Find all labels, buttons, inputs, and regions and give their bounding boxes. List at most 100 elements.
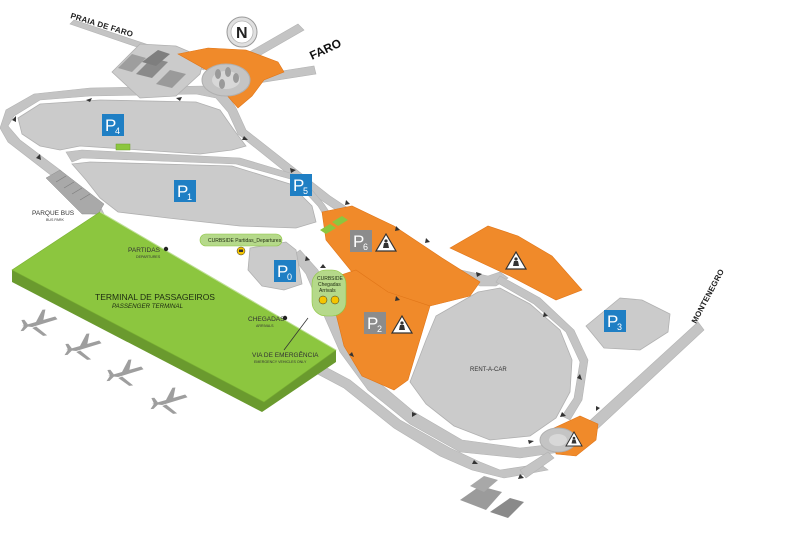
chegadas-sublabel: ARRIVALS bbox=[256, 324, 274, 328]
direction-arrow-icon bbox=[12, 116, 16, 122]
svg-text:1: 1 bbox=[187, 192, 192, 202]
bus-stripe bbox=[55, 175, 67, 183]
airplane-icon bbox=[62, 332, 104, 363]
direction-arrows bbox=[12, 97, 600, 479]
trees bbox=[215, 67, 239, 89]
direction-arrow-icon bbox=[345, 200, 350, 205]
parque-bus-sublabel: BUS PARK bbox=[46, 218, 65, 222]
svg-text:P: P bbox=[177, 182, 188, 201]
direction-arrow-icon bbox=[36, 154, 41, 160]
road-label-montenegro: MONTENEGRO bbox=[690, 268, 726, 325]
bus-icon bbox=[330, 295, 340, 305]
roundabout-south-center bbox=[549, 434, 567, 446]
svg-text:P: P bbox=[293, 176, 304, 195]
curbside-arrivals-label-3: Arrivals bbox=[319, 288, 336, 294]
bus-stripe bbox=[63, 181, 75, 189]
building bbox=[118, 54, 146, 72]
direction-arrow-icon bbox=[577, 374, 582, 380]
direction-arrow-icon bbox=[176, 97, 182, 101]
partidas-sublabel: DEPARTURES bbox=[136, 255, 161, 259]
rent-a-car-label: RENT-A-CAR bbox=[470, 367, 507, 373]
direction-arrow-icon bbox=[290, 168, 296, 173]
parking-sign-p2: P 2 bbox=[364, 312, 386, 334]
curbside-departures-plate bbox=[199, 233, 283, 247]
svg-text:P: P bbox=[353, 232, 364, 251]
svg-text:4: 4 bbox=[115, 126, 120, 136]
road-lower-left bbox=[309, 361, 549, 479]
airplane-icon bbox=[104, 358, 146, 389]
parque-bus-label: PARQUE BUS bbox=[32, 210, 75, 217]
tree bbox=[215, 69, 221, 79]
direction-arrow-icon bbox=[412, 412, 417, 417]
north-buildings bbox=[118, 50, 186, 88]
construction-worker-icon bbox=[565, 430, 583, 447]
service-buildings bbox=[460, 476, 524, 518]
svg-text:3: 3 bbox=[617, 322, 622, 332]
construction-worker-icon bbox=[374, 232, 398, 252]
lot-rent-a-car bbox=[409, 287, 573, 441]
svg-text:P: P bbox=[277, 262, 288, 281]
location-dot-icon bbox=[282, 315, 288, 321]
tree bbox=[233, 73, 239, 83]
parking-sign-p0: P 0 bbox=[274, 260, 296, 282]
passenger-terminal bbox=[11, 211, 337, 412]
curbside-arrivals-label-2: Chegadas bbox=[318, 282, 341, 288]
building bbox=[470, 476, 498, 492]
direction-arrow-icon bbox=[476, 272, 482, 277]
direction-arrow-icon bbox=[528, 440, 534, 444]
building bbox=[142, 50, 170, 66]
curbside-arrivals-label-1: CURBSIDE bbox=[317, 276, 344, 282]
tree bbox=[219, 79, 225, 89]
curbside-departures: CURBSIDE Partidas_Departures bbox=[199, 233, 283, 256]
airplane-icon bbox=[18, 308, 60, 339]
bus-stripe bbox=[71, 187, 83, 195]
parking-sign-p6: P 6 bbox=[350, 230, 372, 252]
green-marker bbox=[332, 216, 348, 226]
construction-worker-icon bbox=[390, 314, 414, 334]
building bbox=[136, 58, 168, 78]
svg-text:0: 0 bbox=[287, 272, 292, 282]
compass-icon: N bbox=[226, 16, 258, 48]
direction-arrow-icon bbox=[242, 136, 248, 140]
building bbox=[490, 498, 524, 518]
parking-sign-p4: P 4 bbox=[102, 114, 124, 136]
parking-sign-p5: P 5 bbox=[290, 174, 312, 196]
taxi-icon-body bbox=[239, 249, 243, 252]
direction-arrow-icon bbox=[395, 296, 400, 301]
parking-signs: P 4 P 1 P 5 P 0 P 6 P 2 P bbox=[102, 114, 626, 334]
curbside-departures-label: CURBSIDE Partidas_Departures bbox=[208, 238, 282, 244]
chegadas-label: CHEGADAS bbox=[248, 316, 285, 323]
direction-arrow-icon bbox=[543, 312, 548, 317]
svg-text:N: N bbox=[236, 25, 248, 42]
building bbox=[156, 70, 186, 88]
tree bbox=[225, 67, 231, 77]
direction-arrow-icon bbox=[472, 460, 478, 464]
construction-signs bbox=[374, 232, 583, 447]
svg-text:P: P bbox=[105, 116, 116, 135]
svg-text:5: 5 bbox=[303, 186, 308, 196]
emergency-leader-line bbox=[283, 317, 309, 351]
direction-arrow-icon bbox=[425, 238, 430, 243]
construction-worker-icon bbox=[504, 250, 528, 270]
direction-arrow-icon bbox=[518, 474, 524, 479]
direction-arrow-icon bbox=[596, 406, 600, 411]
green-marker bbox=[320, 224, 336, 234]
svg-text:P: P bbox=[607, 312, 618, 331]
road-service bbox=[519, 451, 555, 479]
airplane-icon bbox=[148, 386, 190, 417]
direction-arrow-icon bbox=[305, 256, 310, 261]
curbside-arrivals-plate bbox=[311, 269, 347, 317]
partidas-label: PARTIDAS bbox=[128, 247, 161, 254]
bus-stripe bbox=[79, 193, 91, 201]
direction-arrow-icon bbox=[560, 412, 566, 417]
svg-text:2: 2 bbox=[377, 324, 382, 334]
direction-arrow-icon bbox=[86, 98, 92, 102]
lot-p4 bbox=[17, 99, 247, 155]
direction-arrow-icon bbox=[320, 264, 326, 268]
via-emergencia-sublabel: EMERGENCY VEHICLES ONLY bbox=[254, 360, 307, 364]
green-marker bbox=[115, 143, 131, 151]
building bbox=[460, 486, 502, 510]
curbside-arrivals: CURBSIDE Chegadas Arrivals bbox=[311, 269, 347, 317]
terminal-sublabel: PASSENGER TERMINAL bbox=[112, 303, 184, 310]
